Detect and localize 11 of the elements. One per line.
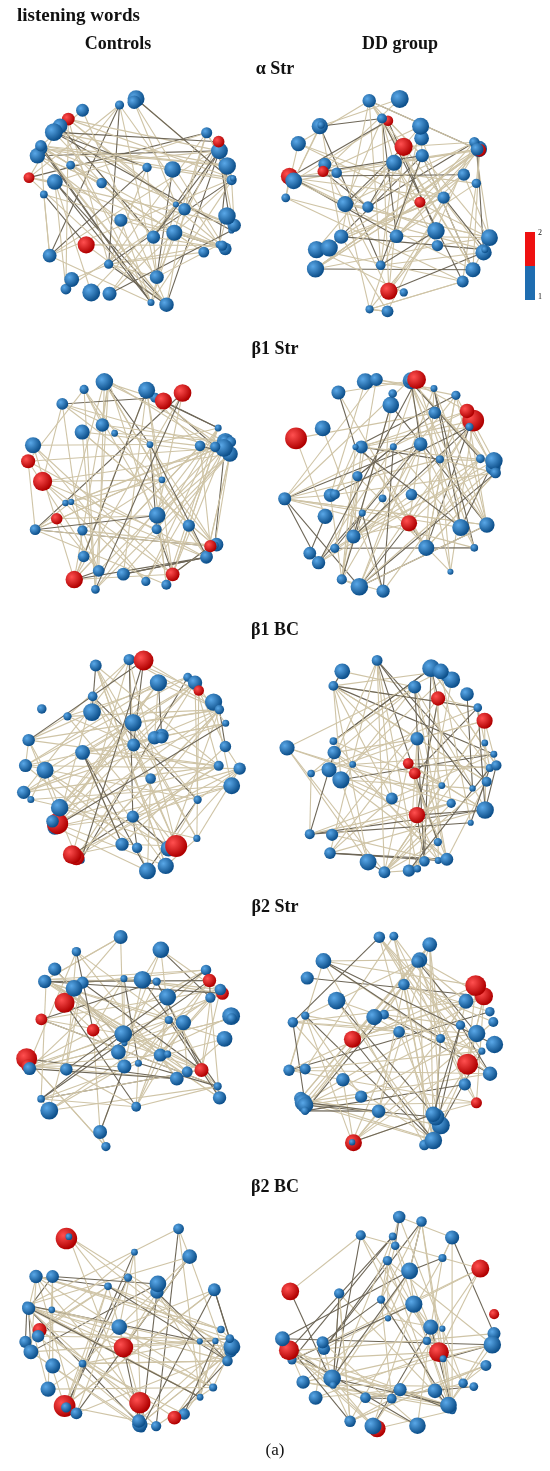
panel-title: β1 Str bbox=[251, 338, 299, 359]
colorbar-tick-label: 2 bbox=[538, 228, 542, 237]
figure-caption: (a) bbox=[265, 1440, 285, 1460]
panel-title: β2 Str bbox=[251, 896, 299, 917]
figure-title: listening words bbox=[17, 4, 140, 26]
panel-title: α Str bbox=[255, 58, 295, 79]
panel-title: β2 BC bbox=[251, 1176, 299, 1197]
panel-title: β1 BC bbox=[251, 619, 299, 640]
colorbar-tick-label: 1 bbox=[538, 292, 542, 301]
column-header: DD group bbox=[361, 33, 439, 54]
column-header: Controls bbox=[84, 33, 152, 54]
